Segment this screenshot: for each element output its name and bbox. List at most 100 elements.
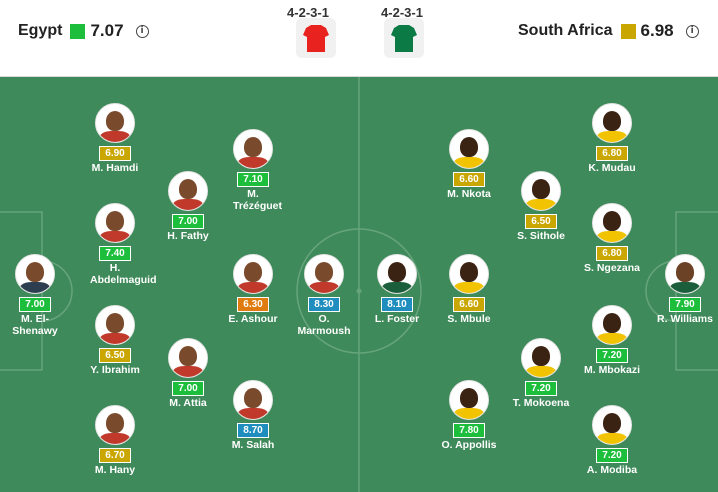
player-name: H. Abdelmaguid	[90, 262, 157, 286]
player-rating-badge: 6.60	[453, 172, 485, 187]
player-rating-badge: 6.60	[453, 297, 485, 312]
player-avatar	[95, 405, 135, 445]
player-rating-badge: 6.80	[596, 246, 628, 261]
away-kit-icon	[384, 18, 424, 58]
away-team-name: South Africa	[518, 22, 613, 39]
player-rating-badge: 7.00	[172, 214, 204, 229]
player-name: L. Foster	[374, 313, 420, 325]
player-avatar	[665, 254, 705, 294]
home-team: Egypt 7.07 i	[18, 20, 149, 42]
player-avatar	[95, 103, 135, 143]
player-name: M. Trézéguet	[233, 188, 283, 212]
player-name: S. Ngezana	[583, 262, 641, 274]
player-avatar	[233, 380, 273, 420]
player-rating-badge: 7.20	[596, 348, 628, 363]
player-rating-badge: 7.80	[453, 423, 485, 438]
player-rating-badge: 6.80	[596, 146, 628, 161]
player-rating-badge: 7.10	[237, 172, 269, 187]
home-team-name: Egypt	[18, 22, 63, 39]
away-team-rating: 6.98	[640, 21, 674, 40]
player-avatar	[95, 203, 135, 243]
player-name: M. Attia	[169, 397, 207, 409]
player-name: O. Marmoush	[297, 313, 351, 337]
player-rating-badge: 8.10	[381, 297, 413, 312]
player-rating-badge: 7.40	[99, 246, 131, 261]
player-avatar	[592, 405, 632, 445]
player-rating-badge: 7.20	[596, 448, 628, 463]
home-team-rating: 7.07	[90, 21, 124, 40]
player-name: T. Mokoena	[512, 397, 570, 409]
player-name: H. Fathy	[167, 230, 209, 242]
player-name: K. Mudau	[588, 162, 636, 174]
away-formation: 4-2-3-1	[381, 5, 423, 20]
away-team: South Africa 6.98 i	[518, 20, 699, 42]
player-avatar	[377, 254, 417, 294]
player-name: M. Salah	[231, 439, 275, 451]
player-avatar	[233, 129, 273, 169]
player-name: E. Ashour	[228, 313, 278, 325]
player-name: M. Mbokazi	[583, 364, 640, 376]
player-name: M. Hamdi	[91, 162, 139, 174]
away-rating-indicator	[620, 23, 636, 39]
player-name: R. Williams	[657, 313, 713, 325]
player-rating-badge: 6.50	[99, 348, 131, 363]
player-name: S. Mbule	[447, 313, 491, 325]
player-rating-badge: 7.90	[669, 297, 701, 312]
player-rating-badge: 7.00	[172, 381, 204, 396]
player-avatar	[168, 171, 208, 211]
home-formation: 4-2-3-1	[287, 5, 329, 20]
player-name: M. Nkota	[447, 188, 491, 200]
player-rating-badge: 7.20	[525, 381, 557, 396]
player-avatar	[449, 129, 489, 169]
player-avatar	[304, 254, 344, 294]
player-avatar	[233, 254, 273, 294]
player-avatar	[15, 254, 55, 294]
player-avatar	[449, 380, 489, 420]
info-icon[interactable]: i	[685, 24, 699, 38]
player-name: A. Modiba	[586, 464, 638, 476]
player-name: S. Sithole	[517, 230, 565, 242]
player-avatar	[449, 254, 489, 294]
player-avatar	[592, 203, 632, 243]
player-name: M. Hany	[94, 464, 136, 476]
player-name: O. Appollis	[441, 439, 497, 451]
player-rating-badge: 6.70	[99, 448, 131, 463]
player-rating-badge: 8.70	[237, 423, 269, 438]
match-header: Egypt 7.07 i 4-2-3-1 4-2-3-1 South Afric…	[0, 0, 718, 77]
home-rating-indicator	[70, 23, 86, 39]
player-rating-badge: 6.50	[525, 214, 557, 229]
pitch-markings	[0, 77, 718, 492]
info-icon[interactable]: i	[135, 24, 149, 38]
player-name: M. El-Shenawy	[12, 313, 58, 337]
player-avatar	[168, 338, 208, 378]
player-rating-badge: 6.90	[99, 146, 131, 161]
player-rating-badge: 6.30	[237, 297, 269, 312]
player-rating-badge: 8.30	[308, 297, 340, 312]
player-name: Y. Ibrahim	[90, 364, 140, 376]
player-avatar	[95, 305, 135, 345]
player-avatar	[592, 305, 632, 345]
